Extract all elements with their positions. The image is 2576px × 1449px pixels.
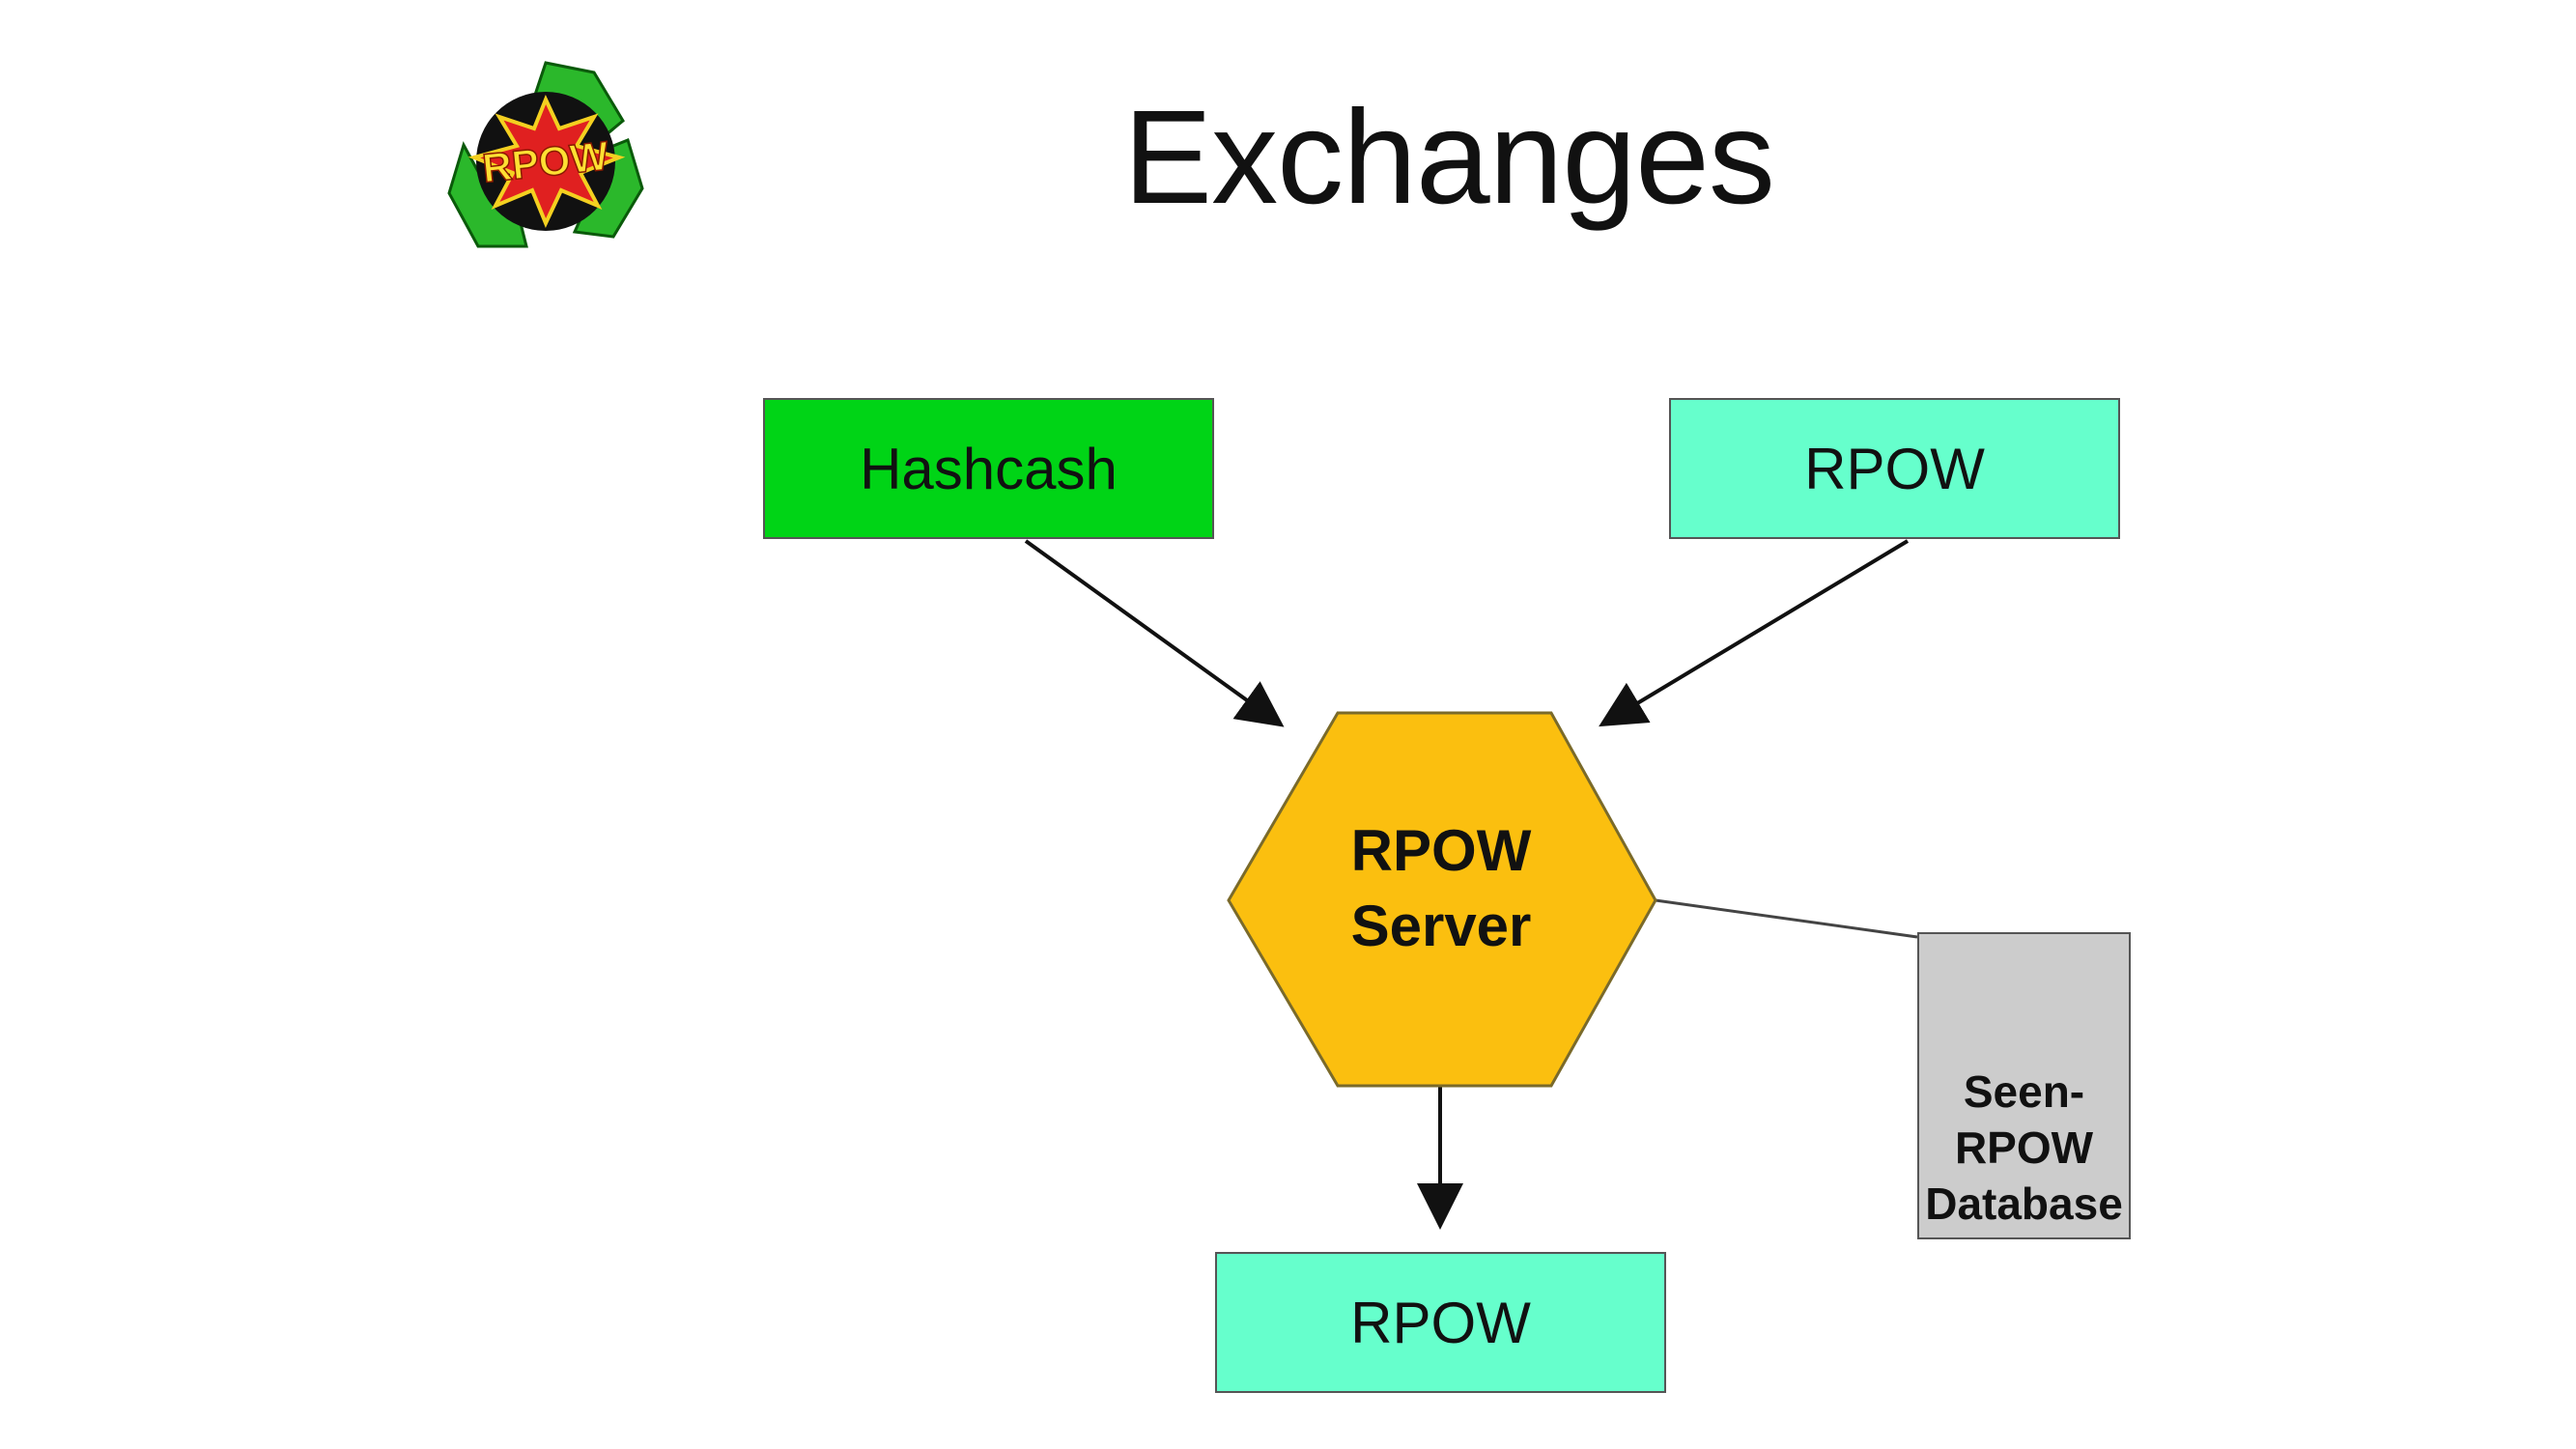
rpow-input-label: RPOW: [1804, 436, 1985, 501]
slide-title: Exchanges: [1123, 83, 1775, 232]
hashcash-box: Hashcash: [763, 398, 1214, 539]
seen-rpow-database-label: Seen- RPOW Database: [1925, 1066, 2123, 1229]
rpow-input-box: RPOW: [1669, 398, 2120, 539]
rpow-server-label: RPOW Server: [1350, 818, 1532, 958]
rpow-output-label: RPOW: [1350, 1290, 1531, 1355]
hashcash-label: Hashcash: [860, 436, 1118, 501]
starburst-icon: [467, 94, 626, 228]
rpow-server-hexagon: [1227, 711, 1657, 1088]
rpow-output-box: RPOW: [1215, 1252, 1666, 1393]
arrow-hashcash-to-server: [1024, 539, 1285, 727]
arrow-rpow-to-server: [1599, 539, 1910, 727]
connector-server-to-database: [1655, 898, 1918, 939]
rpow-recycle-logo: RPOW: [447, 61, 644, 248]
seen-rpow-database-box: Seen- RPOW Database: [1917, 932, 2131, 1239]
